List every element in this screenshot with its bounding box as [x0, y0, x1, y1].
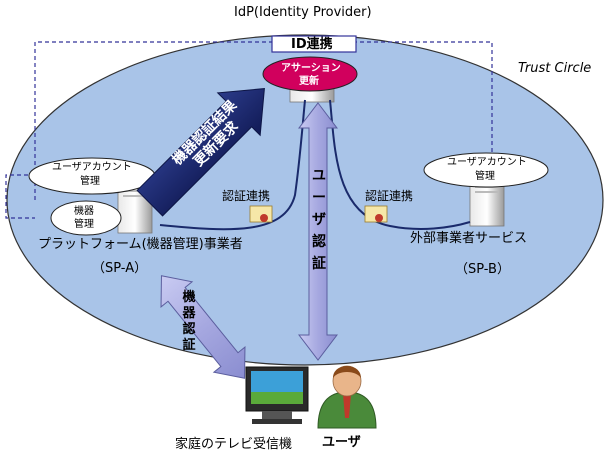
device-auth-char: 器 [182, 306, 196, 321]
device-auth-char: 証 [182, 338, 196, 353]
certificate-icon-left [249, 205, 273, 223]
assertion-label-line2: 更新 [299, 76, 319, 87]
user-auth-char: ザ [312, 212, 326, 228]
user-auth-vertical-label: ユ ー ザ 認 証 [310, 165, 328, 275]
trust-circle-label: Trust Circle [518, 61, 592, 76]
auth-link-right-label: 認証連携 [365, 189, 414, 203]
user-auth-char: 認 [312, 234, 326, 250]
device-auth-vertical-label: 機 器 認 証 [180, 290, 198, 354]
sp-b-user-account-line2: 管理 [475, 171, 495, 182]
sp-b-name: 外部事業者サービス [410, 231, 528, 246]
tv-label: 家庭のテレビ受信機 [175, 437, 293, 452]
sp-b-server-icon [469, 179, 505, 227]
assertion-label-line1: アサーション [281, 63, 341, 74]
id-link-dashed-lines [5, 41, 493, 219]
user-auth-char: 証 [312, 256, 326, 272]
sp-a-user-account-line1: ユーザアカウント [52, 162, 132, 173]
sp-b-code: （SP-B） [455, 262, 510, 277]
sp-b-user-account-line1: ユーザアカウント [447, 157, 527, 168]
user-auth-char: ー [312, 190, 326, 206]
tv-icon [245, 366, 309, 424]
sp-a-device-mgmt-line1: 機器 [74, 206, 94, 217]
sp-a-code: （SP-A） [92, 261, 148, 276]
sp-a-device-mgmt-line2: 管理 [74, 219, 94, 230]
sp-b-user-account-ellipse [423, 152, 549, 188]
device-auth-arrow [160, 275, 246, 379]
id-link-box [271, 35, 357, 53]
user-auth-char: ユ [312, 168, 326, 184]
sp-a-name: プラットフォーム(機器管理)事業者 [38, 237, 243, 252]
sp-a-device-mgmt-ellipse [50, 200, 122, 236]
sp-a-user-account-line2: 管理 [80, 176, 100, 187]
assertion-ellipse [262, 56, 358, 92]
user-person-icon [317, 365, 377, 429]
auth-link-curve-right [329, 99, 471, 230]
device-auth-result-arrow [136, 88, 265, 217]
device-auth-char: 認 [182, 322, 196, 337]
certificate-icon-right [364, 205, 388, 223]
auth-link-left-label: 認証連携 [222, 189, 271, 203]
idp-title: IdP(Identity Provider) [234, 5, 372, 20]
trust-circle [6, 34, 604, 366]
user-auth-arrow [297, 102, 339, 361]
user-label: ユーザ [322, 435, 361, 450]
id-link-label: ID連携 [291, 37, 333, 52]
device-auth-char: 機 [182, 290, 196, 305]
